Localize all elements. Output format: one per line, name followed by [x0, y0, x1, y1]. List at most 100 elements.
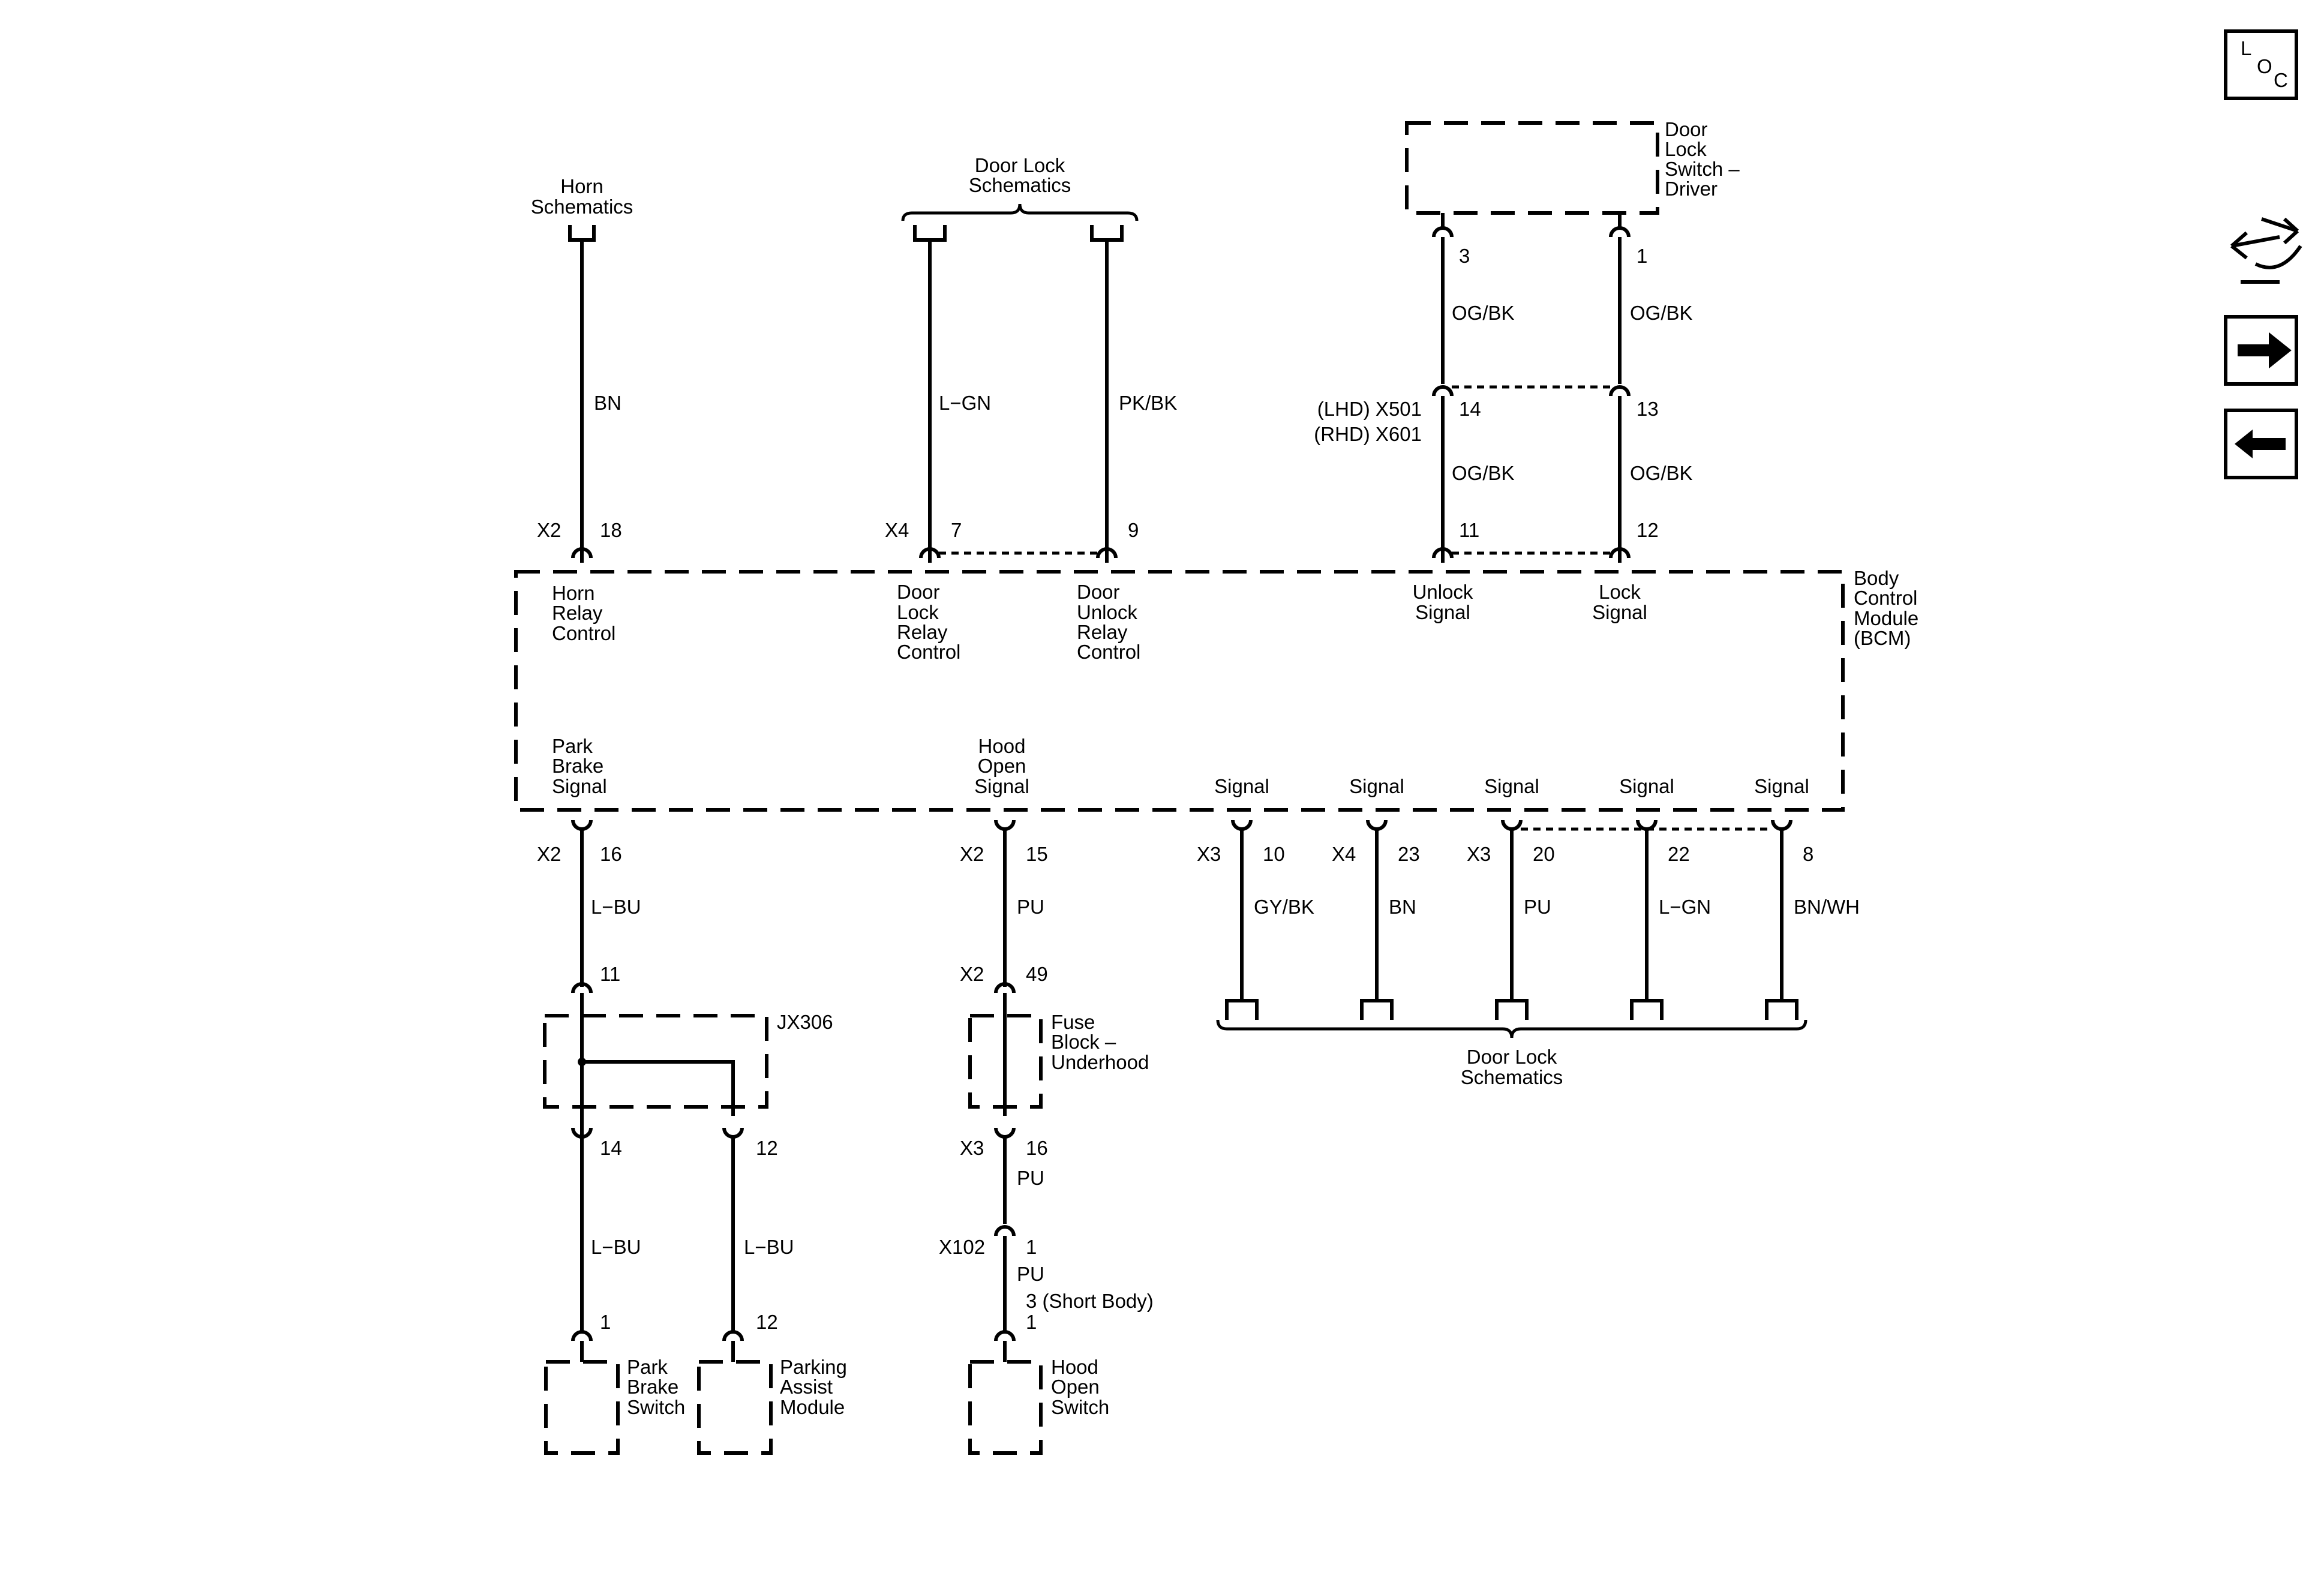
diagram-label: L−BU — [591, 1236, 641, 1258]
diagram-label: BN — [1389, 896, 1416, 918]
diagram-label: X3 — [1197, 843, 1221, 865]
diagram-label: 13 — [1637, 398, 1659, 420]
diagram-label: Unlock — [1077, 601, 1137, 623]
diagram-label: Door — [1665, 118, 1708, 140]
signal-outputs: Signal Signal Signal Signal Signal X3 10… — [1197, 775, 1860, 1088]
diagram-label: 12 — [756, 1137, 778, 1159]
horn-circuit: Horn Schematics BN X2 18 Horn Relay Cont… — [531, 175, 633, 644]
diagram-label: 49 — [1026, 963, 1048, 985]
diagram-label: 15 — [1026, 843, 1048, 865]
diagram-label: L−GN — [1659, 896, 1711, 918]
previous-arrow-icon[interactable] — [2224, 409, 2298, 479]
diagram-label: X3 — [1467, 843, 1491, 865]
diagram-label: Schematics — [531, 196, 633, 218]
diagram-label: X2 — [537, 519, 561, 541]
diagram-label: Schematics — [969, 174, 1071, 196]
diagram-label: Signal — [1754, 775, 1809, 797]
diagram-label: Signal — [552, 775, 607, 797]
diagram-label: C — [2274, 69, 2288, 91]
diagram-label: Unlock — [1413, 581, 1473, 603]
diagram-label: O — [2257, 55, 2272, 77]
diagram-label: 14 — [600, 1137, 622, 1159]
diagram-label: 1 — [1026, 1236, 1037, 1258]
diagram-label: 1 — [600, 1311, 611, 1333]
diagram-label: 23 — [1398, 843, 1420, 865]
diagram-label: Park — [552, 735, 593, 757]
diagram-label: Fuse — [1051, 1011, 1095, 1033]
diagram-label: Assist — [780, 1376, 833, 1398]
signal-wire-2: X4 23 BN — [1332, 819, 1420, 1020]
diagram-label: 9 — [1128, 519, 1139, 541]
signal-wire-4: 22 L−GN — [1630, 819, 1711, 1020]
diagram-label: 3 — [1459, 245, 1470, 267]
diagram-label: Relay — [897, 621, 948, 643]
loc-icon[interactable]: L O C — [2224, 29, 2298, 100]
diagram-label: Brake — [627, 1376, 678, 1398]
diagram-label: L — [2241, 37, 2251, 59]
diagram-label: Body — [1854, 567, 1899, 589]
diagram-label: OG/BK — [1630, 302, 1693, 324]
park-brake-circuit: Park Brake Signal X2 16 L−BU 11 JX306 14… — [537, 735, 847, 1455]
diagram-label: Signal — [1619, 775, 1674, 797]
diagram-label: BN — [594, 392, 621, 414]
diagram-label: 12 — [1637, 519, 1659, 541]
diagram-label: (BCM) — [1854, 627, 1911, 649]
diagram-label: 11 — [600, 963, 620, 985]
diagram-label: Open — [978, 755, 1026, 777]
diagram-label: Park — [627, 1356, 668, 1378]
diagram-label: X102 — [939, 1236, 985, 1258]
hood-open-circuit: Hood Open Signal X2 15 PU X2 49 Fuse Blo… — [939, 735, 1154, 1455]
diagram-label: Signal — [974, 775, 1029, 797]
diagram-label: Relay — [1077, 621, 1128, 643]
diagram-label: X2 — [960, 843, 984, 865]
schematic-arrows-icon[interactable] — [2230, 217, 2302, 284]
diagram-label: OG/BK — [1630, 462, 1693, 484]
diagram-label: Signal — [1214, 775, 1269, 797]
diagram-label: X4 — [1332, 843, 1356, 865]
diagram-label: Relay — [552, 602, 603, 624]
body-control-module: Body Control Module (BCM) — [514, 567, 1918, 812]
diagram-label: Switch — [627, 1396, 685, 1418]
signal-wire-3: X3 20 PU — [1467, 819, 1555, 1020]
diagram-label: L−GN — [939, 392, 991, 414]
diagram-label: 11 — [1459, 519, 1479, 541]
diagram-label: Underhood — [1051, 1051, 1149, 1073]
diagram-label: X2 — [537, 843, 561, 865]
diagram-label: Signal — [1415, 601, 1470, 623]
diagram-label: Lock — [1599, 581, 1641, 603]
diagram-label: Hood — [978, 735, 1026, 757]
diagram-label: Door Lock — [1467, 1046, 1557, 1068]
diagram-label: Signal — [1484, 775, 1539, 797]
diagram-label: Module — [780, 1396, 845, 1418]
diagram-label: Control — [552, 622, 615, 644]
diagram-label: Door Lock — [975, 154, 1065, 176]
diagram-label: 3 (Short Body) — [1026, 1290, 1154, 1312]
diagram-label: Lock — [1665, 138, 1707, 160]
diagram-label: Horn — [560, 175, 603, 197]
diagram-label: PU — [1524, 896, 1551, 918]
diagram-label: (LHD) X501 — [1317, 398, 1422, 420]
diagram-label: Door — [1077, 581, 1120, 603]
door-lock-relay-circuits: Door Lock Schematics L−GN PK/BK X4 7 9 D… — [885, 154, 1177, 663]
diagram-label: 16 — [600, 843, 622, 865]
signal-wire-5: 8 BN/WH — [1765, 819, 1860, 1020]
diagram-label: 16 — [1026, 1137, 1048, 1159]
diagram-label: 1 — [1637, 245, 1647, 267]
diagram-label: Door — [897, 581, 940, 603]
diagram-label: JX306 — [777, 1011, 833, 1033]
diagram-label: 12 — [756, 1311, 778, 1333]
next-arrow-icon[interactable] — [2224, 315, 2298, 386]
diagram-label: Control — [1077, 641, 1140, 663]
signal-wire-1: X3 10 GY/BK — [1197, 819, 1314, 1020]
diagram-label: OG/BK — [1452, 462, 1515, 484]
diagram-label: Switch – — [1665, 158, 1740, 180]
diagram-label: Horn — [552, 582, 595, 604]
diagram-label: Open — [1051, 1376, 1100, 1398]
diagram-label: OG/BK — [1452, 302, 1515, 324]
diagram-label: PU — [1017, 1167, 1044, 1189]
diagram-label: X4 — [885, 519, 909, 541]
diagram-label: Signal — [1349, 775, 1404, 797]
diagram-label: BN/WH — [1794, 896, 1860, 918]
diagram-label: Brake — [552, 755, 603, 777]
